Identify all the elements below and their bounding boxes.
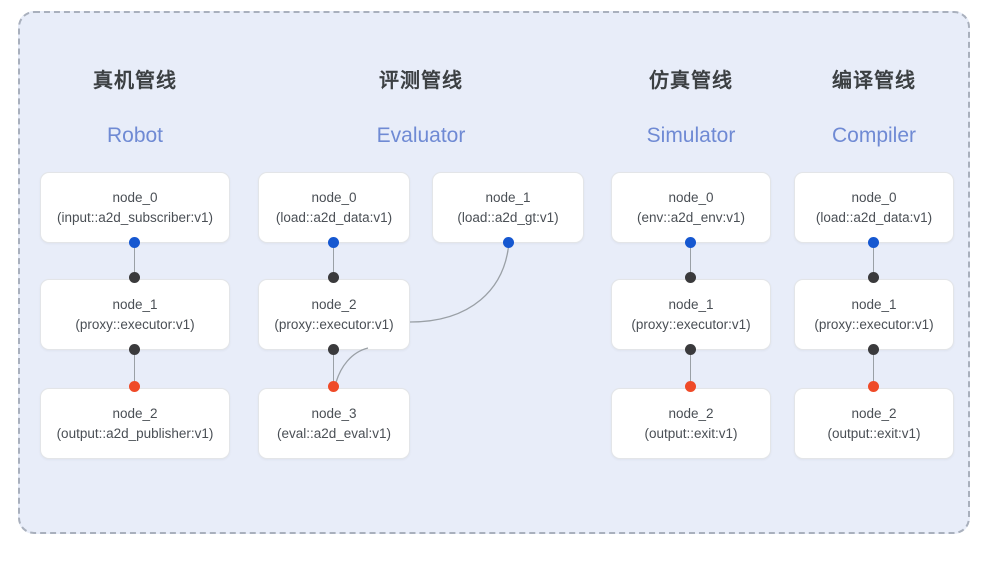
edge-simulator-1-to-2 — [690, 350, 692, 386]
node-name: node_2 — [112, 405, 158, 421]
node-spec: (proxy::executor:v1) — [274, 316, 394, 332]
node-evaluator-2[interactable]: node_2 (proxy::executor:v1) — [258, 279, 410, 350]
edge-compiler-0-to-1 — [873, 243, 875, 279]
column-title-en-robot: Robot — [106, 124, 164, 147]
node-spec: (proxy::executor:v1) — [75, 316, 195, 332]
node-simulator-2[interactable]: node_2 (output::exit:v1) — [611, 388, 771, 459]
node-name: node_1 — [851, 296, 897, 312]
port-in-red-simulator-2[interactable] — [685, 381, 696, 392]
port-in-red-evaluator-3[interactable] — [328, 381, 339, 392]
node-spec: (input::a2d_subscriber:v1) — [56, 209, 214, 225]
port-out-blue-compiler-0[interactable] — [868, 237, 879, 248]
node-name: node_2 — [311, 296, 357, 312]
column-title-en-simulator: Simulator — [646, 124, 736, 147]
port-in-red-robot-2[interactable] — [129, 381, 140, 392]
node-spec: (proxy::executor:v1) — [814, 316, 934, 332]
port-out-dark-compiler-1[interactable] — [868, 344, 879, 355]
node-spec: (env::a2d_env:v1) — [636, 209, 746, 225]
port-in-red-compiler-2[interactable] — [868, 381, 879, 392]
node-spec: (output::exit:v1) — [644, 425, 738, 441]
edge-evaluator-0-to-2 — [333, 243, 335, 279]
node-compiler-1[interactable]: node_1 (proxy::executor:v1) — [794, 279, 954, 350]
edge-robot-1-to-2 — [134, 350, 136, 386]
node-spec: (eval::a2d_eval:v1) — [276, 425, 392, 441]
column-title-cn-compiler: 编译管线 — [832, 70, 916, 92]
port-in-dark-compiler-1[interactable] — [868, 272, 879, 283]
port-out-blue-simulator-0[interactable] — [685, 237, 696, 248]
node-robot-0[interactable]: node_0 (input::a2d_subscriber:v1) — [40, 172, 230, 243]
node-evaluator-0[interactable]: node_0 (load::a2d_data:v1) — [258, 172, 410, 243]
node-spec: (load::a2d_data:v1) — [275, 209, 393, 225]
port-in-dark-simulator-1[interactable] — [685, 272, 696, 283]
port-out-blue-robot-0[interactable] — [129, 237, 140, 248]
edge-evaluator-2-to-3 — [333, 350, 335, 386]
port-out-dark-robot-1[interactable] — [129, 344, 140, 355]
column-title-en-compiler: Compiler — [831, 124, 917, 147]
edge-simulator-0-to-1 — [690, 243, 692, 279]
node-name: node_0 — [851, 189, 897, 205]
port-out-blue-evaluator-0[interactable] — [328, 237, 339, 248]
node-name: node_3 — [311, 405, 357, 421]
edge-robot-0-to-1 — [134, 243, 136, 279]
node-name: node_2 — [851, 405, 897, 421]
port-in-dark-evaluator-2[interactable] — [328, 272, 339, 283]
node-name: node_1 — [668, 296, 714, 312]
column-title-cn-simulator: 仿真管线 — [649, 70, 733, 92]
node-robot-1[interactable]: node_1 (proxy::executor:v1) — [40, 279, 230, 350]
node-evaluator-1[interactable]: node_1 (load::a2d_gt:v1) — [432, 172, 584, 243]
node-name: node_1 — [485, 189, 531, 205]
node-spec: (load::a2d_data:v1) — [815, 209, 933, 225]
port-out-dark-evaluator-2[interactable] — [328, 344, 339, 355]
node-spec: (load::a2d_gt:v1) — [457, 209, 559, 225]
node-simulator-0[interactable]: node_0 (env::a2d_env:v1) — [611, 172, 771, 243]
column-title-cn-robot: 真机管线 — [93, 70, 177, 92]
node-name: node_0 — [668, 189, 714, 205]
node-name: node_0 — [112, 189, 158, 205]
node-spec: (proxy::executor:v1) — [631, 316, 751, 332]
node-spec: (output::a2d_publisher:v1) — [56, 425, 214, 441]
node-compiler-0[interactable]: node_0 (load::a2d_data:v1) — [794, 172, 954, 243]
edge-compiler-1-to-2 — [873, 350, 875, 386]
node-evaluator-3[interactable]: node_3 (eval::a2d_eval:v1) — [258, 388, 410, 459]
node-simulator-1[interactable]: node_1 (proxy::executor:v1) — [611, 279, 771, 350]
node-spec: (output::exit:v1) — [827, 425, 921, 441]
port-out-blue-evaluator-1[interactable] — [503, 237, 514, 248]
port-in-dark-robot-1[interactable] — [129, 272, 140, 283]
node-name: node_2 — [668, 405, 714, 421]
node-name: node_1 — [112, 296, 158, 312]
node-name: node_0 — [311, 189, 357, 205]
node-compiler-2[interactable]: node_2 (output::exit:v1) — [794, 388, 954, 459]
port-out-dark-simulator-1[interactable] — [685, 344, 696, 355]
column-title-cn-evaluator: 评测管线 — [379, 70, 463, 92]
node-robot-2[interactable]: node_2 (output::a2d_publisher:v1) — [40, 388, 230, 459]
column-title-en-evaluator: Evaluator — [376, 124, 466, 147]
